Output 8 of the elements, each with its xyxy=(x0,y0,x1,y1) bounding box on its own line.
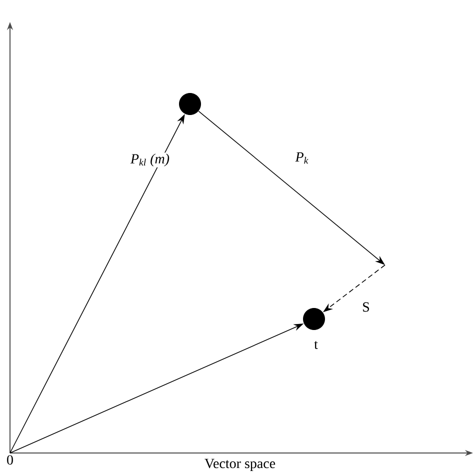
edge-label: S xyxy=(361,301,371,313)
edge-label: P$_{kl}$ (m) xyxy=(129,152,171,168)
origin-label: 0 xyxy=(7,455,13,465)
axis-label: Vector space xyxy=(204,458,276,472)
point-label: t xyxy=(314,341,318,350)
edge-label: P$_{k}$ xyxy=(294,151,310,165)
dot xyxy=(179,93,201,115)
dot xyxy=(303,308,325,330)
